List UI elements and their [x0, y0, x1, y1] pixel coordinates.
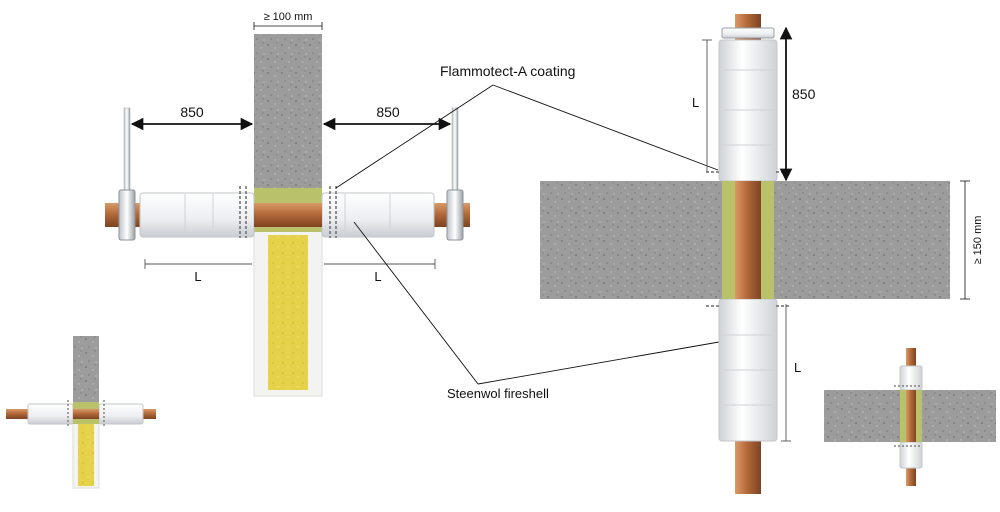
fireshell-left: [139, 192, 255, 238]
thumbnail-floor: [824, 348, 996, 486]
fireshell-right: [321, 192, 435, 238]
coating-label: Flammotect-A coating: [440, 63, 575, 79]
L-left-label: L: [194, 269, 201, 284]
wall-detail: 850 850 ≥ 100 mm L L: [105, 11, 470, 397]
mineral-wool-core: [268, 235, 308, 390]
L-right-label: L: [374, 269, 381, 284]
L-top-label: L: [692, 95, 699, 110]
dim-right-label: 850: [376, 104, 400, 120]
L-bottom-label: L: [794, 360, 801, 375]
coating-left: [239, 186, 247, 238]
coating-right: [329, 186, 337, 238]
concrete-wall: [254, 34, 322, 194]
floor-thickness-label: ≥ 150 mm: [972, 216, 984, 265]
dim-left-label: 850: [180, 104, 204, 120]
dim-vertical-label: 850: [792, 86, 816, 102]
floor-detail: 850 L L ≥ 150 mm: [540, 14, 984, 494]
callouts: Flammotect-A coating Steenwol fireshell: [335, 63, 743, 401]
thumbnail-wall: [6, 336, 156, 489]
wall-thickness-label: ≥ 100 mm: [264, 11, 313, 23]
fireshell-label: Steenwol fireshell: [447, 386, 549, 401]
